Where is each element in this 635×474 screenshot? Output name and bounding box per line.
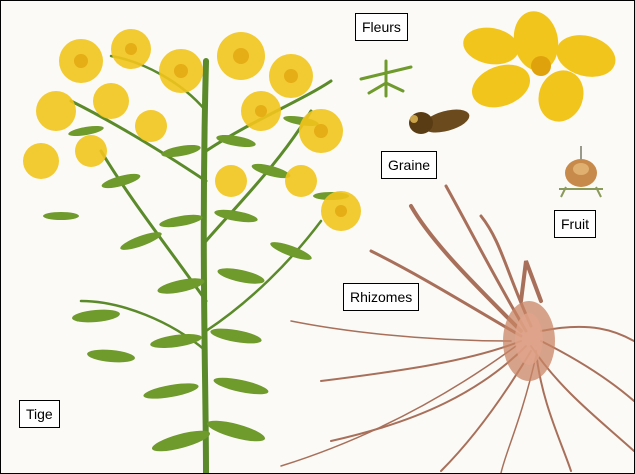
label-fleurs: Fleurs xyxy=(355,13,408,41)
label-rhizomes: Rhizomes xyxy=(343,283,419,311)
label-fruit: Fruit xyxy=(554,210,596,238)
large-flower xyxy=(460,8,620,128)
label-graine: Graine xyxy=(381,151,437,179)
fruit-drawing xyxy=(559,146,603,197)
plant-flowers xyxy=(23,29,361,231)
rhizome-bulb-highlight xyxy=(515,313,543,365)
seed xyxy=(409,105,472,137)
label-tige: Tige xyxy=(19,400,60,428)
flower-bud xyxy=(361,61,411,96)
